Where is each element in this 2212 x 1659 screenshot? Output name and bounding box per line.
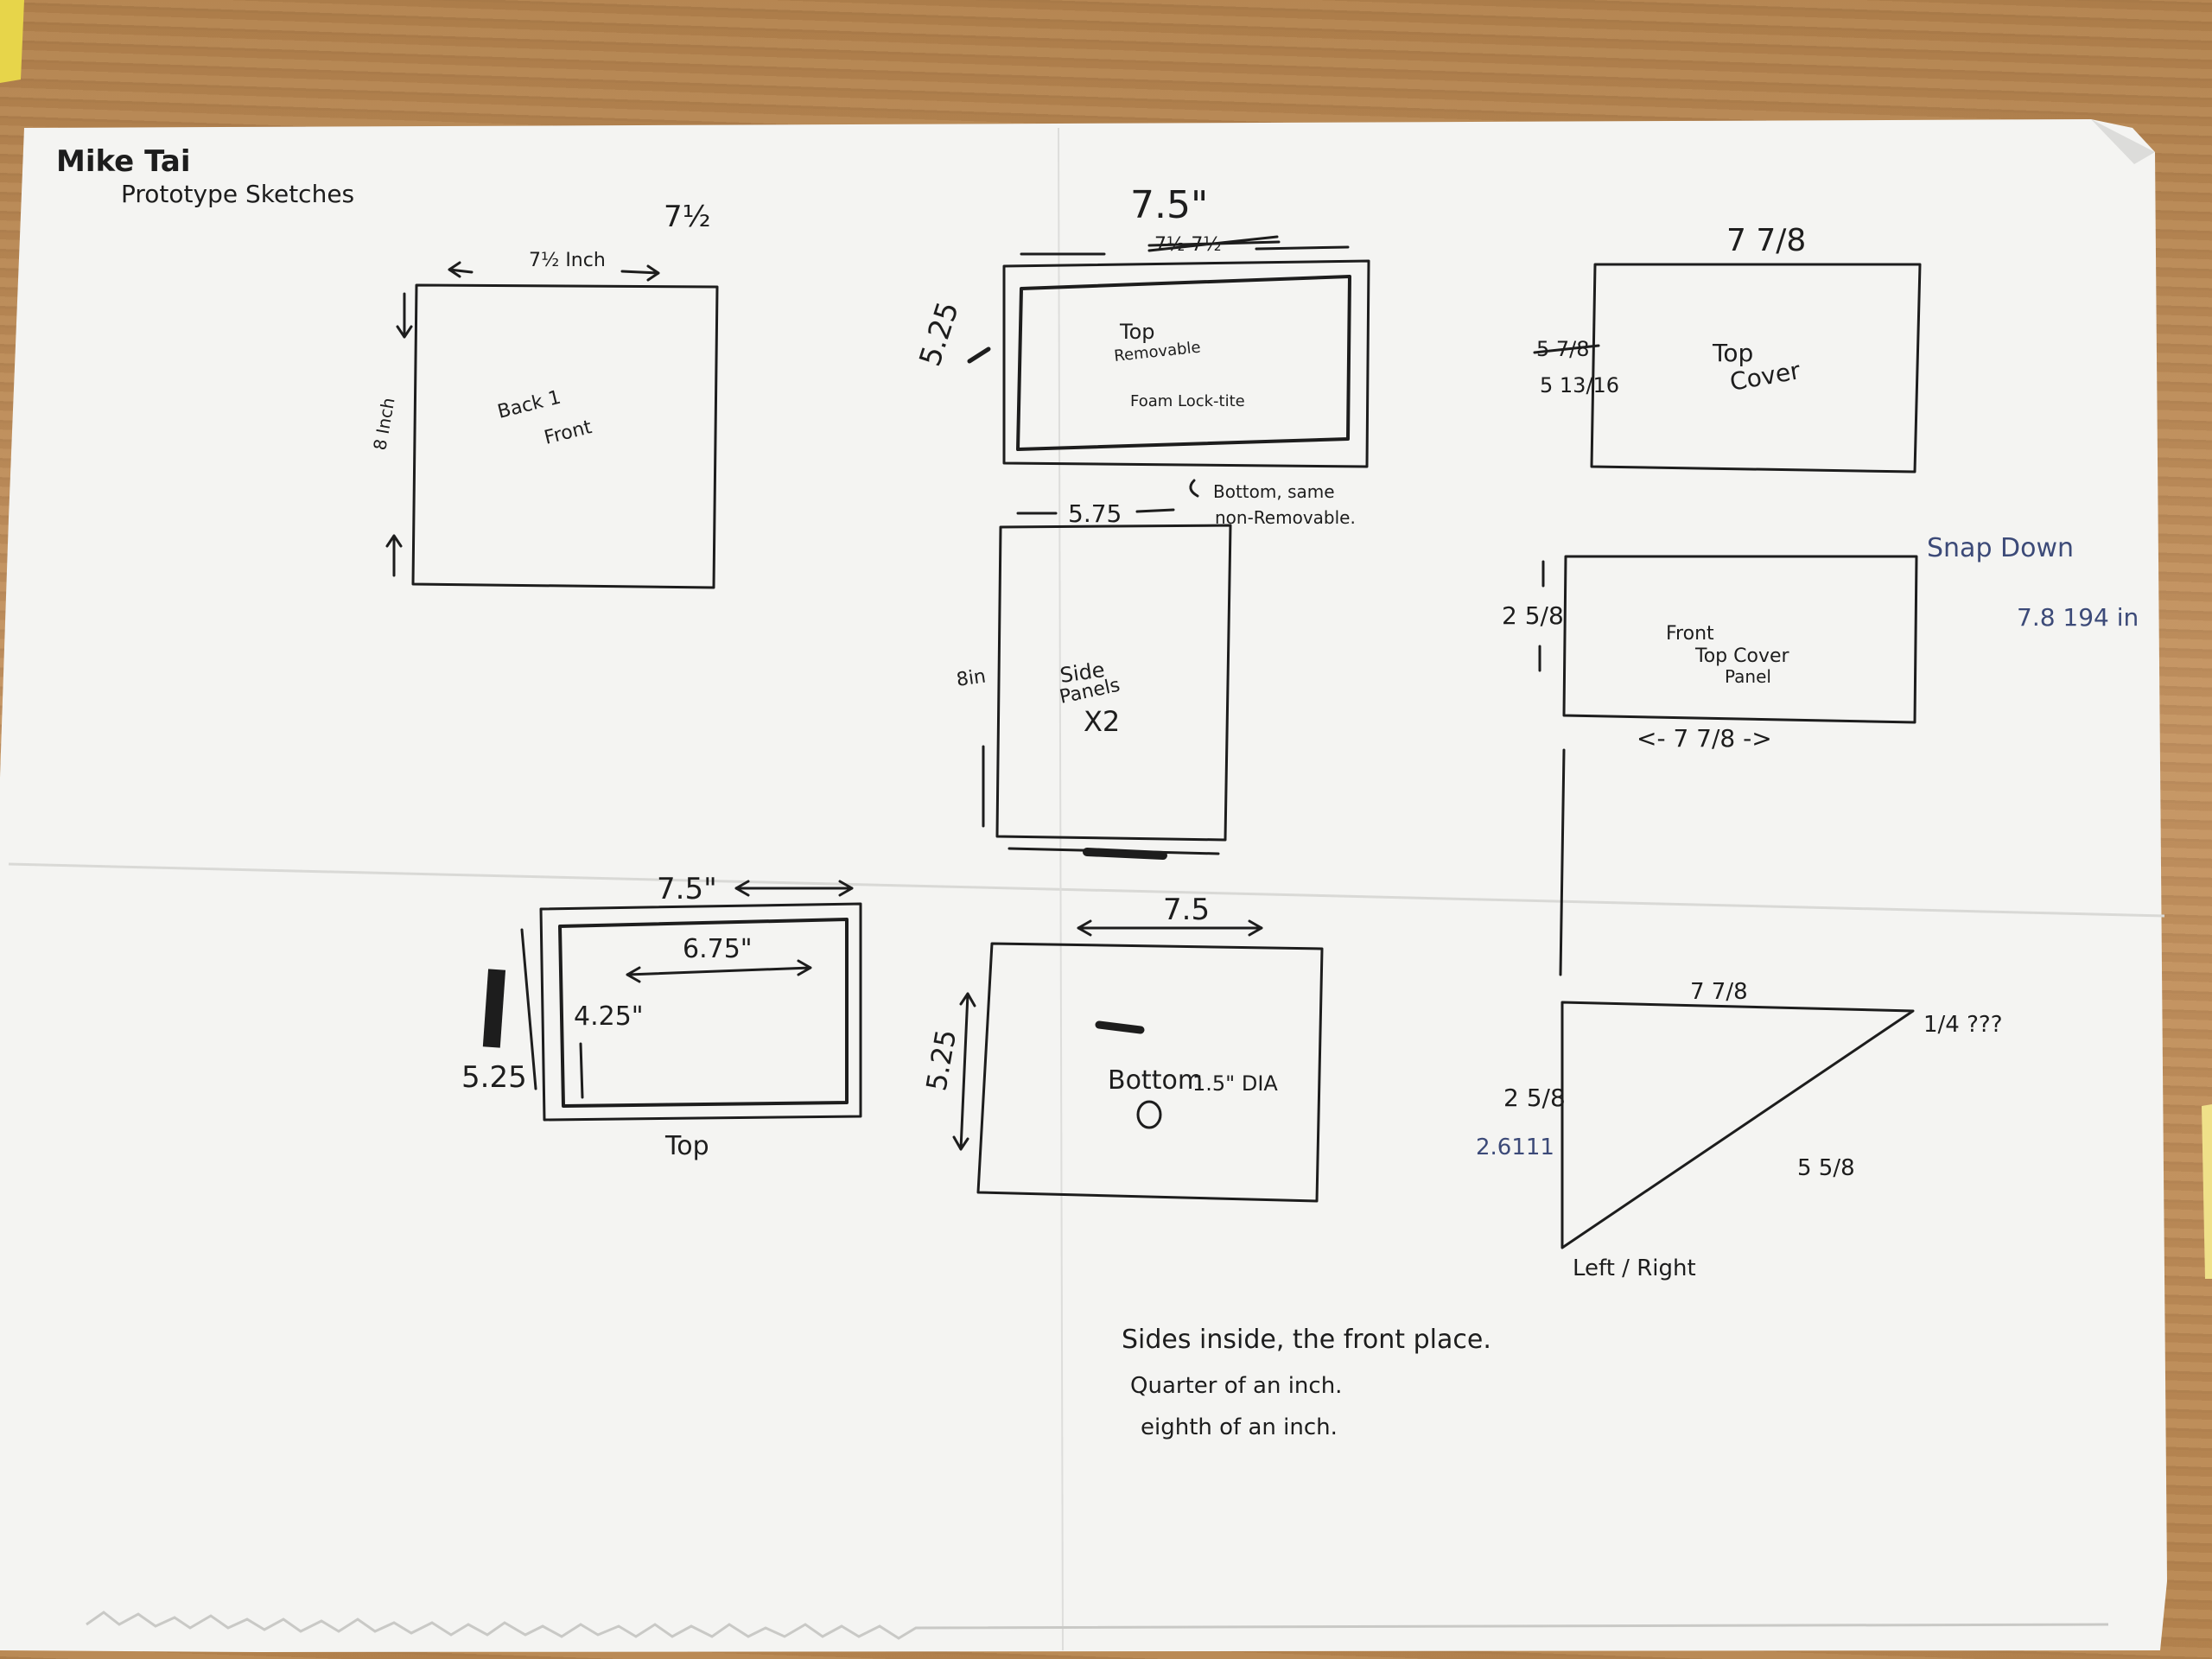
sketch-front-panel: 2 5/8 Front Top Cover Panel <- 7 7/8 -> … — [1502, 533, 2139, 976]
bottom-hole-circle — [1136, 1100, 1162, 1129]
folded-corner — [2091, 119, 2155, 164]
note-line-3: eighth of an inch. — [1141, 1414, 1338, 1440]
crossed-out-strike — [1147, 235, 1281, 252]
front-panel-rect — [1562, 555, 1918, 724]
left-right-side-dim: 2 5/8 — [1503, 1084, 1566, 1112]
left-right-caption: Left / Right — [1573, 1255, 1696, 1281]
top-lower-outer-side: 5.25 — [461, 1060, 527, 1095]
sketch-left-right: 7 7/8 1/4 ??? 2 5/8 2.6111 5 5/8 Left / … — [1476, 979, 2003, 1281]
bottom-rect — [976, 942, 1324, 1203]
sheet-subtitle: Prototype Sketches — [121, 180, 354, 208]
scribble-mark — [967, 346, 991, 364]
scribble-bottom — [1083, 848, 1167, 860]
note-line-2: Quarter of an inch. — [1130, 1373, 1342, 1399]
back-top-dimension: 7½ — [664, 200, 711, 234]
top-cover-dimension: 7 7/8 — [1726, 223, 1806, 258]
left-right-triangle — [1560, 1001, 1915, 1249]
top-removable-dim-lines — [1020, 245, 1350, 256]
top-lower-caption: Top — [664, 1131, 709, 1161]
front-panel-label-3: Panel — [1725, 666, 1771, 687]
top-removable-label-3: Foam Lock-tite — [1130, 392, 1245, 410]
sketch-bottom: 7.5 5.25 Bottom 1.5" DIA — [919, 893, 1324, 1203]
side-panels-dim-lines — [1016, 508, 1175, 515]
torn-edge — [86, 1611, 2109, 1640]
back-down-arrow — [396, 292, 413, 339]
sketch-top-cover: 7 7/8 5 7/8 5 13/16 Top Cover — [1533, 223, 1922, 474]
sketch-top-lower: 7.5" 6.75" 4.25" 5.25 Top — [461, 872, 862, 1161]
bottom-top-dim: 7.5 — [1163, 893, 1210, 927]
top-removable-dimension: 7.5" — [1130, 183, 1208, 227]
back-arrow-dimension: 7½ Inch — [529, 250, 606, 271]
top-cover-rect — [1590, 263, 1922, 474]
side-panels-side-dim: 8in — [955, 665, 987, 690]
sketch-side-panels: 5.75 8in Side Panels X2 — [955, 499, 1232, 860]
front-panel-long-line — [1559, 748, 1566, 976]
back-up-arrow — [385, 534, 403, 577]
bottom-label: Bottom — [1108, 1065, 1203, 1096]
top-lower-outer-side-line — [520, 928, 537, 1090]
top-lower-inner-dim: 6.75" — [683, 934, 753, 964]
side-panels-rect — [995, 524, 1232, 842]
side-panels-label-3: X2 — [1084, 705, 1120, 738]
top-lower-inner-side-line — [579, 1042, 584, 1099]
front-panel-dim-note: 7.8 194 in — [2017, 603, 2139, 632]
top-removable-inner-rect — [1016, 275, 1351, 451]
side-panels-top-dim: 5.75 — [1068, 499, 1122, 528]
sticky-note-top-left — [0, 0, 24, 83]
top-removable-outer-rect — [1002, 259, 1370, 468]
left-right-hyp-dim: 5 5/8 — [1797, 1155, 1855, 1181]
scribble-left — [482, 969, 506, 1048]
left-right-corner-note: 1/4 ??? — [1923, 1012, 2003, 1038]
top-removable-note-1: Bottom, same — [1213, 481, 1335, 502]
front-panel-side-dim: 2 5/8 — [1502, 601, 1564, 630]
top-cover-side-dim: 5 13/16 — [1540, 373, 1619, 397]
fold-crease-vertical — [1058, 127, 1064, 1651]
bottom-top-arrow — [1077, 919, 1263, 937]
left-right-side-blue: 2.6111 — [1476, 1135, 1554, 1160]
top-lower-inner-side: 4.25" — [574, 1001, 644, 1032]
bottom-hole-dim: 1.5" DIA — [1192, 1071, 1278, 1096]
sticky-note-right — [2202, 1104, 2212, 1279]
author-name: Mike Tai — [56, 144, 191, 179]
top-cover-strike — [1533, 344, 1600, 354]
top-lower-inner-rect — [558, 918, 849, 1108]
front-panel-snap-note: Snap Down — [1927, 533, 2074, 563]
notes-block: Sides inside, the front place. Quarter o… — [1122, 1325, 1491, 1440]
back-panel-rect — [411, 283, 719, 589]
top-lower-top-arrow — [734, 880, 854, 897]
front-panel-bottom-dim: <- 7 7/8 -> — [1637, 724, 1772, 753]
front-panel-label-1: Front — [1666, 623, 1714, 645]
sketch-top-removable: 7.5" 7½ 7½ 5.25 Top Removable Foam Lock-… — [913, 183, 1370, 528]
top-lower-outer-rect — [539, 902, 862, 1122]
back-right-arrow — [620, 264, 660, 282]
top-cover-label-1: Top — [1712, 339, 1753, 367]
paper-sheet — [0, 119, 2167, 1652]
front-panel-side-ticks — [1538, 560, 1545, 672]
fold-crease-horizontal — [8, 862, 2165, 918]
top-lower-inner-arrow — [626, 959, 812, 983]
front-panel-label-2: Top Cover — [1694, 645, 1789, 667]
left-right-top-dim: 7 7/8 — [1690, 979, 1748, 1005]
note-line-1: Sides inside, the front place. — [1122, 1325, 1491, 1355]
bottom-side-arrow — [952, 992, 976, 1151]
top-removable-label-1: Top — [1119, 320, 1155, 344]
back-left-arrow — [448, 261, 474, 278]
scribble-bottom-label — [1095, 1020, 1145, 1034]
top-removable-note-2: non-Removable. — [1215, 507, 1356, 528]
bracket-mark — [1189, 479, 1199, 498]
top-lower-top-dim: 7.5" — [657, 872, 717, 906]
